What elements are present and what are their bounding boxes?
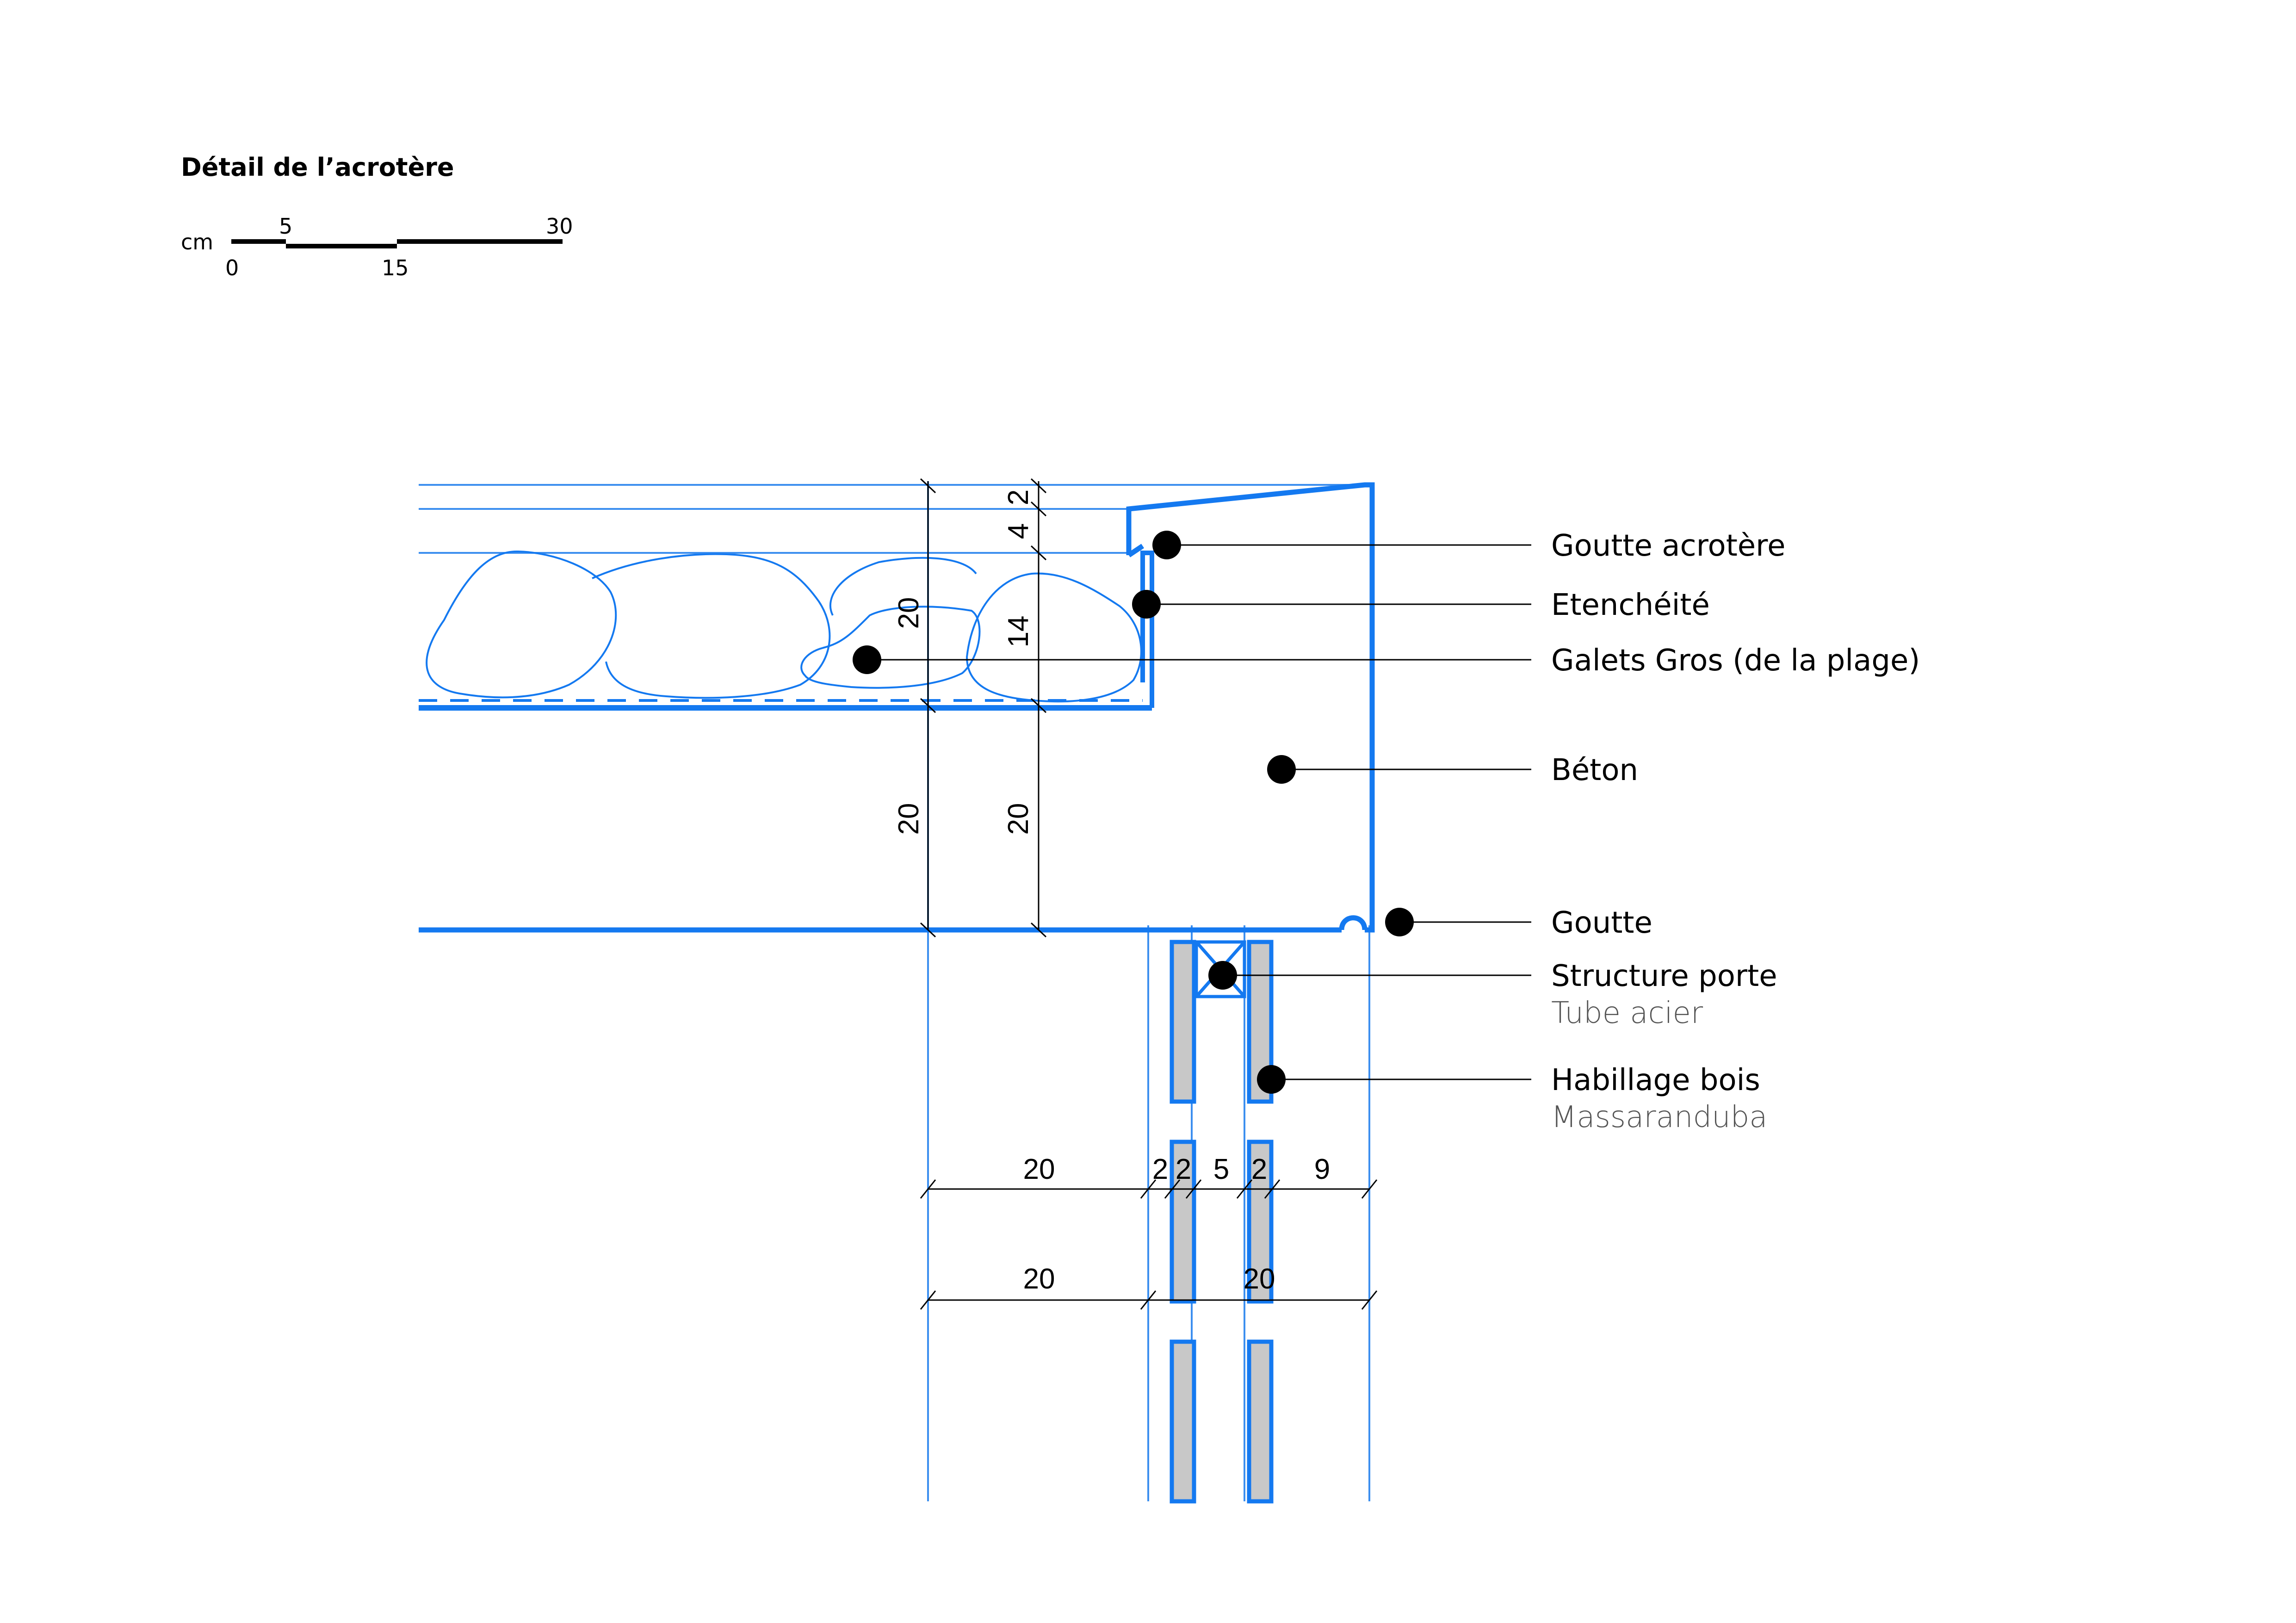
- marker-etancheite: [1132, 590, 1161, 619]
- dim-right-4: 4: [1003, 523, 1034, 539]
- leader-lines: [867, 544, 1531, 1080]
- scale-tick-15: 15: [382, 255, 409, 280]
- dim-right-2: 2: [1003, 489, 1034, 505]
- scale-unit: cm: [181, 229, 214, 254]
- marker-galets: [853, 645, 881, 674]
- pebbles: [426, 550, 1142, 703]
- wood-slats: [1170, 940, 1274, 1504]
- callout-beton: Béton: [1551, 753, 1639, 787]
- callout-structure-porte-sub: Tube acier: [1551, 996, 1703, 1030]
- waterproofing-membrane: [419, 551, 1154, 711]
- callout-goutte-acrotere: Goutte acrotère: [1551, 529, 1786, 563]
- callout-habillage-bois: Habillage bois: [1551, 1063, 1760, 1097]
- marker-goutte: [1385, 908, 1414, 936]
- dim-top-2a: 2: [1152, 1153, 1168, 1185]
- dim-left-upper: 20: [893, 597, 925, 629]
- dim-top-20: 20: [1023, 1153, 1055, 1185]
- dim-top-9: 9: [1314, 1153, 1330, 1185]
- dim-top-5: 5: [1213, 1153, 1229, 1185]
- marker-goutte-acrotere: [1152, 531, 1181, 559]
- dim-top-2c: 2: [1251, 1153, 1267, 1185]
- guide-lines: [419, 481, 1370, 1501]
- drawing-title: Détail de l’acrotère: [181, 153, 454, 182]
- marker-habillage-bois: [1257, 1065, 1286, 1094]
- scale-bar: [231, 239, 563, 248]
- callout-goutte: Goutte: [1551, 906, 1652, 940]
- marker-beton: [1267, 755, 1296, 784]
- scale-tick-5: 5: [279, 214, 293, 239]
- dim-right-14: 14: [1003, 616, 1034, 648]
- callout-markers: [853, 531, 1414, 1094]
- callout-habillage-bois-sub: Massaranduba: [1551, 1100, 1768, 1134]
- dim-bottom-20b: 20: [1244, 1263, 1275, 1295]
- dim-top-2b: 2: [1176, 1153, 1191, 1185]
- scale-tick-30: 30: [546, 214, 573, 239]
- acroterion-outline: [419, 482, 1375, 933]
- callout-etancheite: Etenchéité: [1551, 588, 1710, 622]
- dimension-labels: 20 20 2 4 14 20 20 2 2 5 2 9 20 20: [893, 489, 1330, 1295]
- dim-left-lower: 20: [893, 803, 925, 835]
- marker-structure-porte: [1208, 961, 1237, 990]
- dim-bottom-20a: 20: [1023, 1263, 1055, 1295]
- dim-right-20: 20: [1003, 803, 1034, 835]
- callout-galets: Galets Gros (de la plage): [1551, 644, 1920, 678]
- scale-tick-0: 0: [225, 255, 239, 280]
- callout-structure-porte: Structure porte: [1551, 959, 1777, 993]
- dimension-lines: [920, 478, 1378, 1310]
